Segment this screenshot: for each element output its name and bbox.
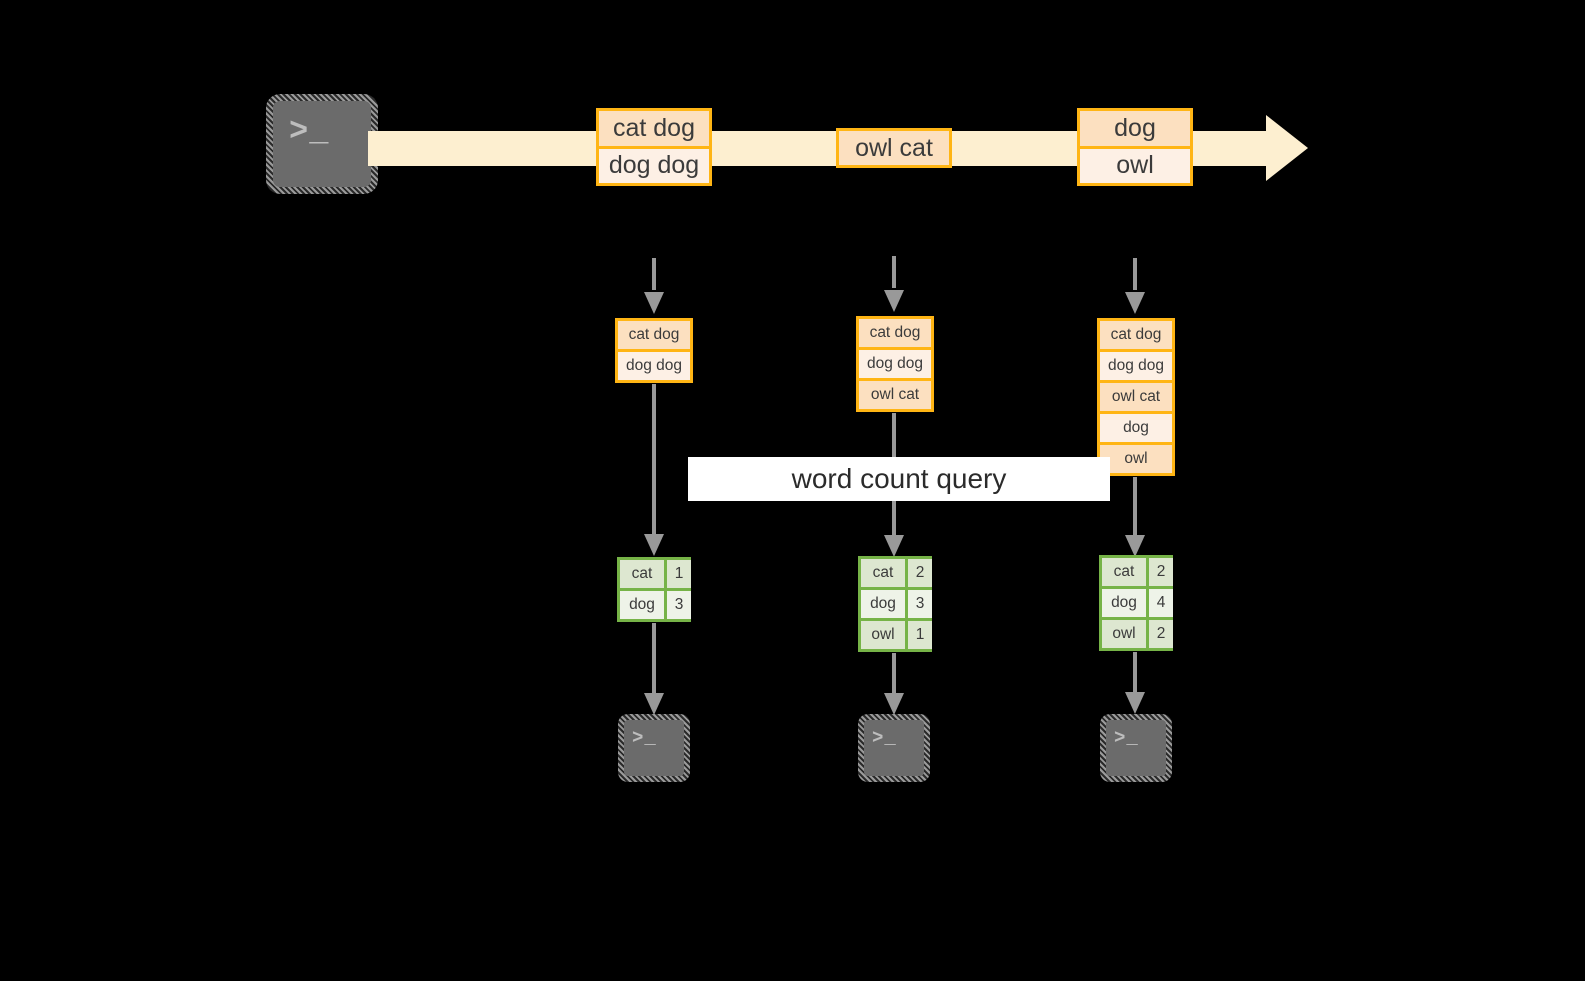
input-row: cat dog <box>618 321 690 349</box>
stream-record: owl cat <box>839 131 949 165</box>
result-word: owl <box>861 621 905 649</box>
terminal-prompt-glyph: >_ <box>1114 727 1139 749</box>
result-count: 1 <box>667 560 691 588</box>
input-row: owl cat <box>1100 383 1172 411</box>
terminal-prompt-glyph: >_ <box>632 727 657 749</box>
result-row: dog 3 <box>620 591 691 619</box>
result-word: dog <box>1102 589 1146 617</box>
input-row: dog dog <box>859 350 931 378</box>
result-count: 4 <box>1149 589 1173 617</box>
input-row: dog dog <box>618 352 690 380</box>
result-count: 2 <box>1149 620 1173 648</box>
trigger-2-input-table: cat dog dog dog owl cat <box>856 316 934 412</box>
trigger-2-result-table: cat 2 dog 3 owl 1 <box>858 556 932 652</box>
input-row: owl <box>1100 445 1172 473</box>
stream-record: cat dog <box>599 111 709 146</box>
input-row: owl cat <box>859 381 931 409</box>
trigger-1-input-table: cat dog dog dog <box>615 318 693 383</box>
trigger-3-process-arrow-icon <box>1125 477 1145 557</box>
trigger-3-output-arrow-icon <box>1125 652 1145 744</box>
trigger-2-input-arrow-icon <box>884 256 904 314</box>
terminal-prompt-glyph: >_ <box>289 113 330 150</box>
result-word: cat <box>620 560 664 588</box>
trigger-2-output-arrow-icon <box>884 653 904 745</box>
trigger-3-sink-terminal-icon: >_ <box>1100 714 1172 782</box>
result-count: 2 <box>1149 558 1173 586</box>
input-row: cat dog <box>1100 321 1172 349</box>
result-count: 2 <box>908 559 932 587</box>
result-count: 3 <box>667 591 691 619</box>
stream-record: dog <box>1080 111 1190 146</box>
stream-batch-1: cat dog dog dog <box>596 108 712 186</box>
result-row: owl 2 <box>1102 620 1173 648</box>
trigger-1-process-arrow-icon <box>644 384 664 556</box>
trigger-1-result-table: cat 1 dog 3 <box>617 557 691 622</box>
result-count: 1 <box>908 621 932 649</box>
stream-batch-2: owl cat <box>836 128 952 168</box>
result-row: owl 1 <box>861 621 932 649</box>
source-terminal-icon: >_ <box>266 94 378 194</box>
input-row: dog <box>1100 414 1172 442</box>
result-word: owl <box>1102 620 1146 648</box>
result-word: dog <box>861 590 905 618</box>
query-banner-label: word count query <box>791 463 1007 494</box>
trigger-3-input-table: cat dog dog dog owl cat dog owl <box>1097 318 1175 476</box>
result-row: cat 1 <box>620 560 691 588</box>
result-word: cat <box>1102 558 1146 586</box>
result-row: dog 3 <box>861 590 932 618</box>
trigger-1-output-arrow-icon <box>644 623 664 715</box>
result-word: dog <box>620 591 664 619</box>
trigger-3-input-arrow-icon <box>1125 258 1145 316</box>
stream-record: owl <box>1080 148 1190 183</box>
input-row: dog dog <box>1100 352 1172 380</box>
result-row: cat 2 <box>1102 558 1173 586</box>
terminal-prompt-glyph: >_ <box>872 727 897 749</box>
trigger-1-input-arrow-icon <box>644 258 664 316</box>
result-count: 3 <box>908 590 932 618</box>
input-row: cat dog <box>859 319 931 347</box>
stream-arrow-head-icon <box>1266 115 1308 181</box>
stream-batch-3: dog owl <box>1077 108 1193 186</box>
trigger-1-sink-terminal-icon: >_ <box>618 714 690 782</box>
stream-record: dog dog <box>599 148 709 183</box>
result-row: dog 4 <box>1102 589 1173 617</box>
trigger-2-sink-terminal-icon: >_ <box>858 714 930 782</box>
result-word: cat <box>861 559 905 587</box>
result-row: cat 2 <box>861 559 932 587</box>
query-banner: word count query <box>688 457 1110 501</box>
trigger-3-result-table: cat 2 dog 4 owl 2 <box>1099 555 1173 651</box>
